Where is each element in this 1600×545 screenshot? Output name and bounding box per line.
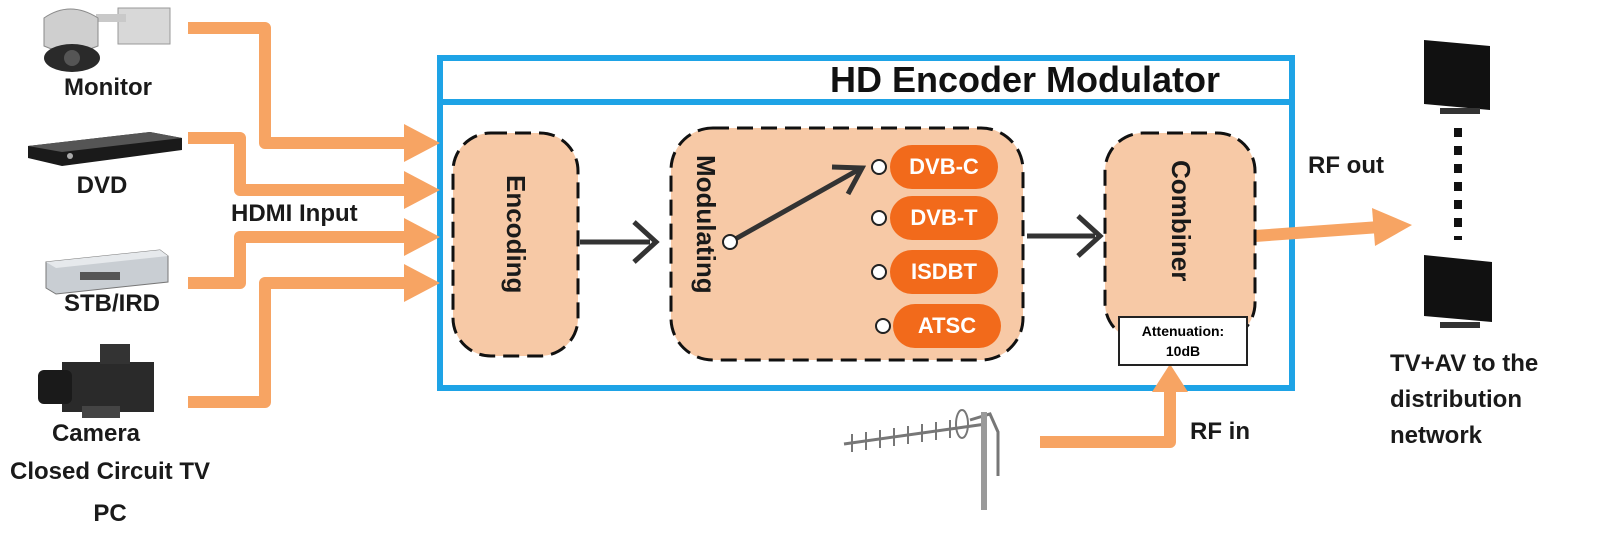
arrowhead-stb (404, 218, 440, 256)
block-connectors (580, 164, 1104, 264)
source-label-monitor: Monitor (64, 74, 152, 101)
input-lines (188, 22, 1381, 448)
rf-out-line (1254, 221, 1381, 242)
hdmi-input-label: HDMI Input (231, 200, 358, 227)
input-line-monitor (188, 22, 410, 149)
rf-in-line (1040, 390, 1176, 448)
arrowhead-dvd (404, 171, 440, 209)
input-line-stb (188, 231, 410, 289)
tv-bottom-icon (1424, 255, 1492, 328)
modulating-label: Modulating (691, 155, 721, 294)
output-label-line2: distribution (1390, 386, 1522, 413)
attenuation-label: Attenuation: (1141, 323, 1225, 339)
set-top-box-icon (45, 249, 169, 295)
standard-dvbc: DVB-C (890, 145, 998, 189)
contact-atsc (875, 318, 891, 334)
standard-atsc: ATSC (893, 304, 1001, 348)
input-arrowheads (404, 124, 1412, 392)
contact-dvbc (871, 159, 887, 175)
switch-arm-head (831, 164, 867, 196)
combiner-label: Combiner (1166, 160, 1196, 282)
switch-contacts (722, 159, 891, 334)
output-label-line3: network (1390, 422, 1483, 449)
page-title: HD Encoder Modulator (829, 59, 1220, 100)
camcorder-icon (38, 344, 154, 418)
encoding-label: Encoding (501, 175, 531, 294)
source-label-pc: PC (93, 500, 127, 527)
modulating-to-combiner-head (1076, 214, 1104, 258)
source-label-cctv: Closed Circuit TV (9, 458, 211, 485)
source-label-camera: Camera (51, 420, 141, 447)
arrowhead-monitor (404, 124, 440, 162)
output-label-line1: TV+AV to the (1390, 350, 1539, 377)
arrowhead-rf-out (1372, 208, 1412, 246)
standard-dvbt: DVB-T (890, 196, 998, 240)
standard-isdbt: ISDBT (890, 250, 998, 294)
tv-top-icon (1424, 40, 1490, 114)
attenuation-box: Attenuation: 10dB (1118, 316, 1248, 366)
switch-pivot (722, 234, 738, 250)
antenna-icon (843, 409, 1000, 510)
rf-in-label: RF in (1190, 418, 1250, 445)
dvd-player-icon (28, 132, 182, 166)
attenuation-value: 10dB (1165, 343, 1201, 359)
contact-isdbt (871, 264, 887, 280)
encoding-block (451, 131, 580, 358)
arrowhead-rf-in (1152, 364, 1188, 392)
switch-arm (728, 167, 860, 245)
arrowhead-camera (404, 264, 440, 302)
ptz-camera-icon (43, 7, 171, 72)
source-label-dvd: DVD (76, 172, 128, 199)
input-line-dvd (188, 132, 410, 196)
source-label-stb: STB/IRD (64, 290, 160, 317)
contact-dvbt (871, 210, 887, 226)
encoding-to-modulating-head (632, 220, 660, 264)
rf-out-label: RF out (1308, 152, 1384, 179)
input-line-camera (188, 277, 410, 408)
